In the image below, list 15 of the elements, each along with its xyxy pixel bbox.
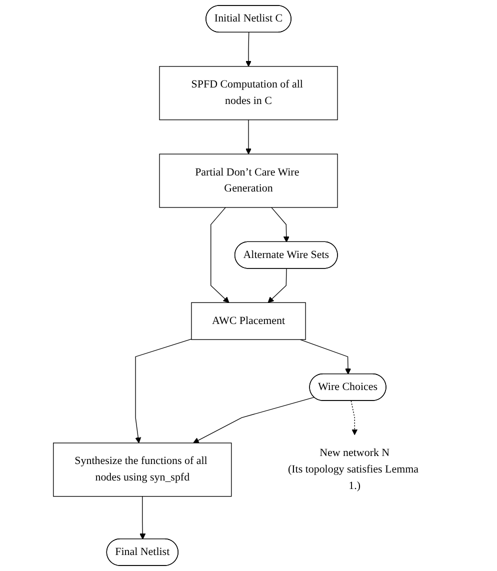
node-box: Partial Don’t Care Wire Generation xyxy=(159,154,338,208)
node-box: SPFD Computation of all nodes in C xyxy=(159,66,338,120)
arrow xyxy=(271,207,290,242)
node-box: AWC Placement xyxy=(191,302,306,340)
arrow xyxy=(246,32,252,67)
arrow xyxy=(268,268,287,303)
arrow xyxy=(210,207,230,303)
node-box: Synthesize the functions of all nodes using syn_spfd xyxy=(53,442,232,497)
arrow xyxy=(350,400,358,436)
node-text: New network N (Its topology satisfies Lemma 1.) xyxy=(288,447,419,492)
arrow xyxy=(246,119,252,154)
arrow xyxy=(135,338,192,444)
arrow xyxy=(140,496,146,540)
arrow xyxy=(193,396,314,444)
arrow xyxy=(300,339,352,374)
